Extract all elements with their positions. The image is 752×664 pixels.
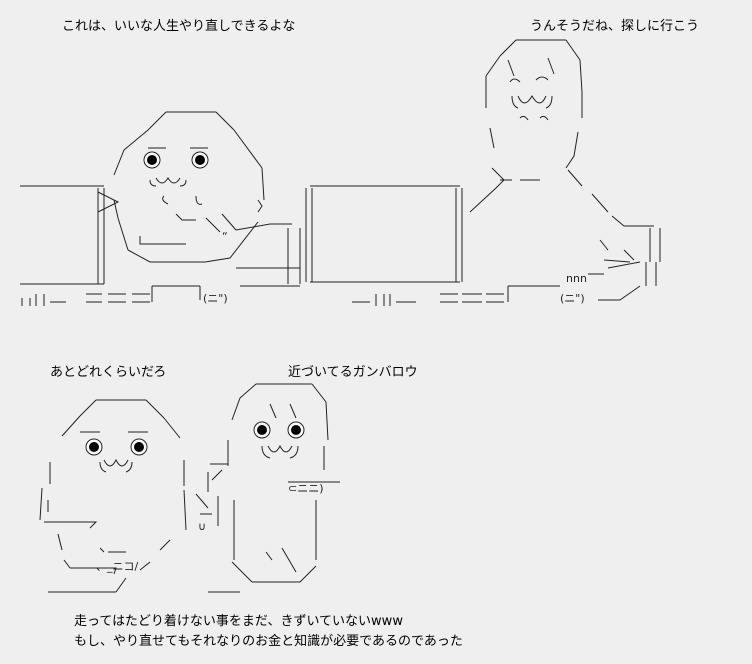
svg-text:“: “: [222, 230, 228, 243]
caption-mid-right: 近づいてるガンバロウ: [288, 365, 418, 380]
box-top-middle: (ニ"): [305, 185, 641, 306]
svg-text:nnn: nnn: [566, 272, 587, 285]
character-tall-bottom-right: ⊂ニニ) ∪: [195, 383, 340, 593]
svg-text:∪: ∪: [198, 520, 206, 533]
svg-text:(ニ"): (ニ"): [203, 292, 228, 305]
box-top-left: (ニ"): [20, 185, 301, 306]
caption-mid-left: あとどれくらいだろ: [50, 365, 167, 380]
character-round-face-top-left: “: [113, 111, 265, 263]
caption-top-left: これは、いいな人生やり直しできるよな: [62, 19, 296, 34]
svg-text:、_ニコ/: 、_ニコ/: [96, 560, 138, 573]
character-round-face-bottom-left: 、_ニコ/: [39, 399, 187, 593]
svg-text:⊂ニニ): ⊂ニニ): [288, 482, 324, 495]
svg-text:(ニ"): (ニ"): [560, 292, 585, 305]
caption-top-right: うんそうだね、探しに行こう: [530, 19, 700, 34]
character-tall-top-right: nnn: [469, 39, 661, 286]
caption-bottom-line1: 走ってはたどり着けない事をまだ、きずいていないwww: [74, 614, 403, 629]
caption-bottom-line2: もし、やり直せてもそれなりのお金と知識が必要であるのであった: [74, 634, 463, 649]
